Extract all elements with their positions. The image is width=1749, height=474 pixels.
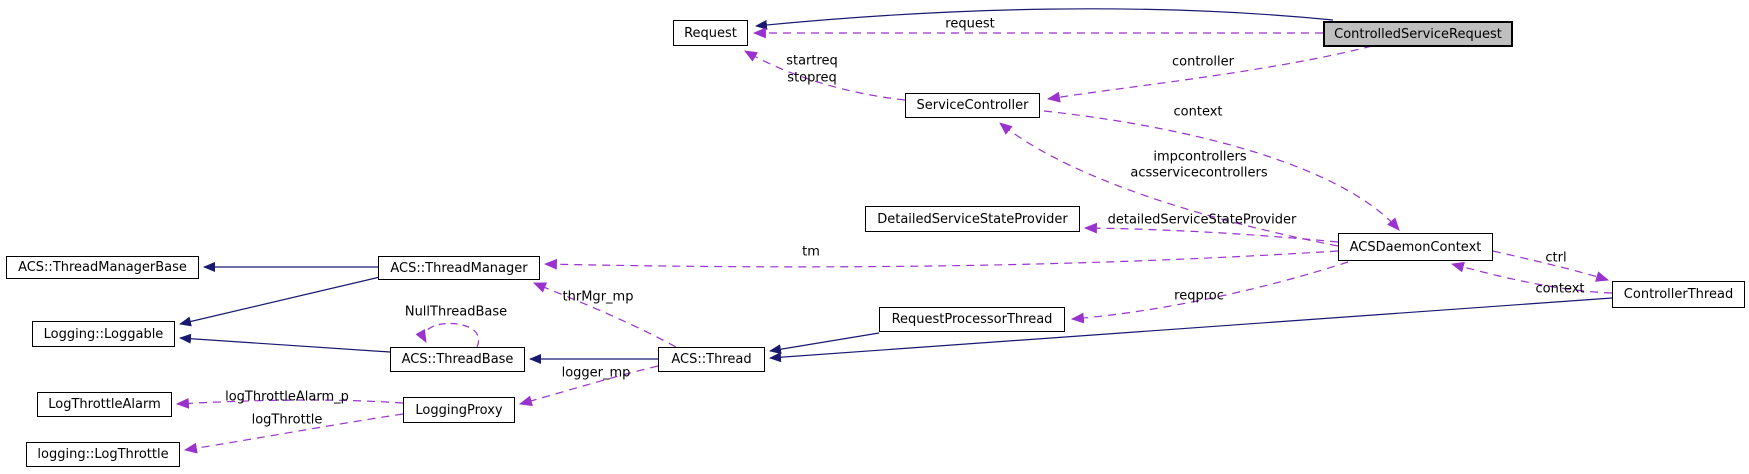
edge-usage-controller bbox=[1046, 45, 1373, 103]
node-request[interactable]: Request bbox=[673, 20, 748, 46]
edge-label-context-lower: context bbox=[1535, 281, 1585, 297]
edge-usage-nullthreadbase-selfloop bbox=[415, 322, 480, 348]
edge-label-request: request bbox=[945, 16, 995, 32]
node-detailed-service-state-provider[interactable]: DetailedServiceStateProvider bbox=[865, 206, 1080, 232]
edge-usage-context-servicecontroller-to-context bbox=[1043, 110, 1400, 231]
edge-inherit-requestprocessorthread-to-thread bbox=[769, 332, 880, 355]
edge-label-context-upper: context bbox=[1173, 104, 1223, 120]
node-logging-proxy[interactable]: LoggingProxy bbox=[403, 397, 515, 423]
edge-usage-tm bbox=[543, 250, 1339, 270]
edge-inherit-controllerthread-to-thread bbox=[769, 297, 1613, 363]
edge-usage-logthrottlealarm-p bbox=[175, 397, 404, 409]
edge-label-logthrottle: logThrottle bbox=[251, 412, 323, 428]
edge-usage-detailedservicestateprovider bbox=[1083, 222, 1339, 243]
edge-usage-thrmgr-mp bbox=[532, 282, 677, 348]
edge-label-impcontrollers: impcontrollers bbox=[1153, 149, 1247, 165]
edge-inherit-controlledservicerequest-to-request bbox=[755, 8, 1334, 30]
edge-label-thrmgr-mp: thrMgr_mp bbox=[562, 289, 634, 305]
edge-label-logger-mp: logger_mp bbox=[561, 365, 631, 381]
node-thread-manager[interactable]: ACS::ThreadManager bbox=[378, 256, 540, 280]
edge-usage-reqproc bbox=[1070, 261, 1349, 324]
node-request-processor-thread[interactable]: RequestProcessorThread bbox=[879, 307, 1065, 332]
node-log-throttle-alarm[interactable]: LogThrottleAlarm bbox=[37, 392, 172, 417]
edge-inherit-threadbase-to-loggable bbox=[179, 333, 391, 353]
node-thread[interactable]: ACS::Thread bbox=[658, 347, 765, 372]
edge-usage-context-controllerthread-to-context bbox=[1450, 261, 1613, 294]
node-service-controller[interactable]: ServiceController bbox=[905, 93, 1040, 118]
edge-label-tm: tm bbox=[802, 244, 820, 260]
node-thread-base[interactable]: ACS::ThreadBase bbox=[390, 347, 525, 372]
edge-inherit-threadmanager-to-loggable bbox=[179, 276, 381, 327]
edge-label-ctrl: ctrl bbox=[1545, 250, 1567, 266]
node-controlled-service-request[interactable]: ControlledServiceRequest bbox=[1323, 21, 1513, 47]
node-log-throttle[interactable]: logging::LogThrottle bbox=[26, 442, 180, 467]
edge-label-reqproc: reqproc bbox=[1174, 288, 1224, 304]
edge-label-nullthreadbase: NullThreadBase bbox=[404, 304, 508, 320]
node-thread-manager-base[interactable]: ACS::ThreadManagerBase bbox=[6, 256, 199, 279]
node-loggable[interactable]: Logging::Loggable bbox=[32, 321, 175, 347]
edge-label-stopreq: stopreq bbox=[787, 70, 837, 86]
edge-label-startreq: startreq bbox=[786, 53, 838, 69]
node-acs-daemon-context[interactable]: ACSDaemonContext bbox=[1338, 233, 1493, 261]
node-controller-thread[interactable]: ControllerThread bbox=[1612, 281, 1745, 308]
edge-usage-logger-mp bbox=[518, 365, 659, 407]
edge-label-detailed-service-state-provider: detailedServiceStateProvider bbox=[1107, 212, 1297, 228]
edge-usage-ctrl bbox=[1492, 250, 1610, 282]
edge-label-controller: controller bbox=[1171, 54, 1235, 70]
edge-label-acsservicecontrollers: acsservicecontrollers bbox=[1130, 165, 1268, 181]
edge-label-logthrottlealarm-p: logThrottleAlarm_p bbox=[225, 389, 349, 405]
